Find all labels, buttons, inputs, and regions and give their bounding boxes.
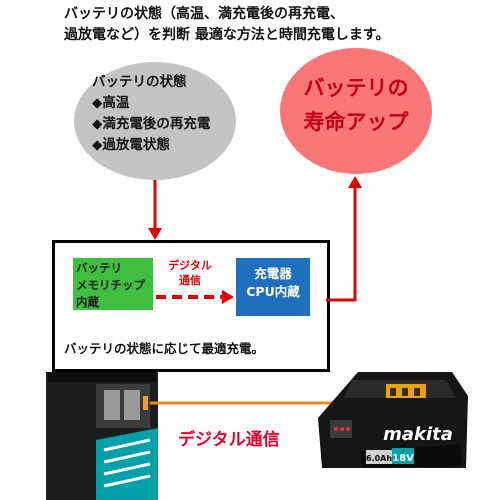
battery-state-title: バッテリの状態: [92, 74, 187, 90]
charger-device: [46, 372, 158, 500]
charger-cpu-text: 充電器 CPU内蔵: [236, 265, 310, 301]
battery-pack: 6.0Ah 18V makita: [318, 372, 468, 468]
intro-line-1: バッテリの状態（高温、満充電後の再充電、: [64, 6, 344, 22]
digital-comm-small-line: 通信: [179, 274, 201, 287]
battery-state-item: ◆高温: [92, 93, 210, 114]
memory-chip-line: バッテリ: [76, 261, 122, 275]
dashed-arrow-head: [222, 290, 234, 304]
battery-state-item-label: 高温: [102, 95, 130, 111]
memory-chip-box: [73, 258, 153, 310]
battery-state-item-label: 過放電状態: [102, 137, 170, 153]
arrow-up-head: [348, 176, 362, 188]
arrow-down-head: [148, 228, 162, 240]
battery-state-text: バッテリの状態 ◆高温 ◆満充電後の再充電 ◆過放電状態: [92, 72, 210, 156]
battery-capacity-label: 6.0Ah: [366, 454, 392, 463]
bullet-icon: ◆: [92, 95, 103, 111]
intro-text: バッテリの状態（高温、満充電後の再充電、 過放電など）を判断 最適な方法と時間充…: [64, 4, 484, 46]
charger-cpu-box: [236, 258, 310, 316]
battery-state-item-label: 満充電後の再充電: [102, 116, 211, 132]
battery-life-oval: [280, 48, 432, 174]
charger-cpu-line: 充電器: [254, 266, 292, 281]
digital-comm-small-line: デジタル: [168, 259, 212, 272]
battery-life-text: バッテリの 寿命アップ: [280, 71, 432, 139]
memory-chip-line: 内蔵: [76, 295, 99, 309]
battery-life-line-2: 寿命アップ: [303, 110, 409, 134]
battery-state-item: ◆満充電後の再充電: [92, 114, 210, 135]
memory-chip-line: メモリチップ: [76, 278, 145, 292]
bullet-icon: ◆: [92, 116, 103, 132]
digital-comm-label: デジタル通信: [178, 430, 280, 450]
bullet-icon: ◆: [92, 137, 103, 153]
intro-line-2: 過放電など）を判断 最適な方法と時間充電します。: [64, 27, 390, 43]
battery-voltage-label: 18V: [392, 453, 414, 464]
diagram-caption: バッテリの状態に応じて最適充電。: [64, 341, 265, 356]
charger-cpu-line: CPU内蔵: [246, 284, 300, 299]
battery-life-line-1: バッテリの: [303, 76, 409, 100]
digital-comm-small-label: デジタル 通信: [162, 258, 218, 288]
memory-chip-text: バッテリ メモリチップ 内蔵: [76, 260, 145, 311]
battery-state-oval: [74, 62, 236, 180]
arrow-up: [326, 185, 357, 302]
makita-logo: makita: [383, 424, 453, 445]
battery-state-item: ◆過放電状態: [92, 135, 210, 156]
